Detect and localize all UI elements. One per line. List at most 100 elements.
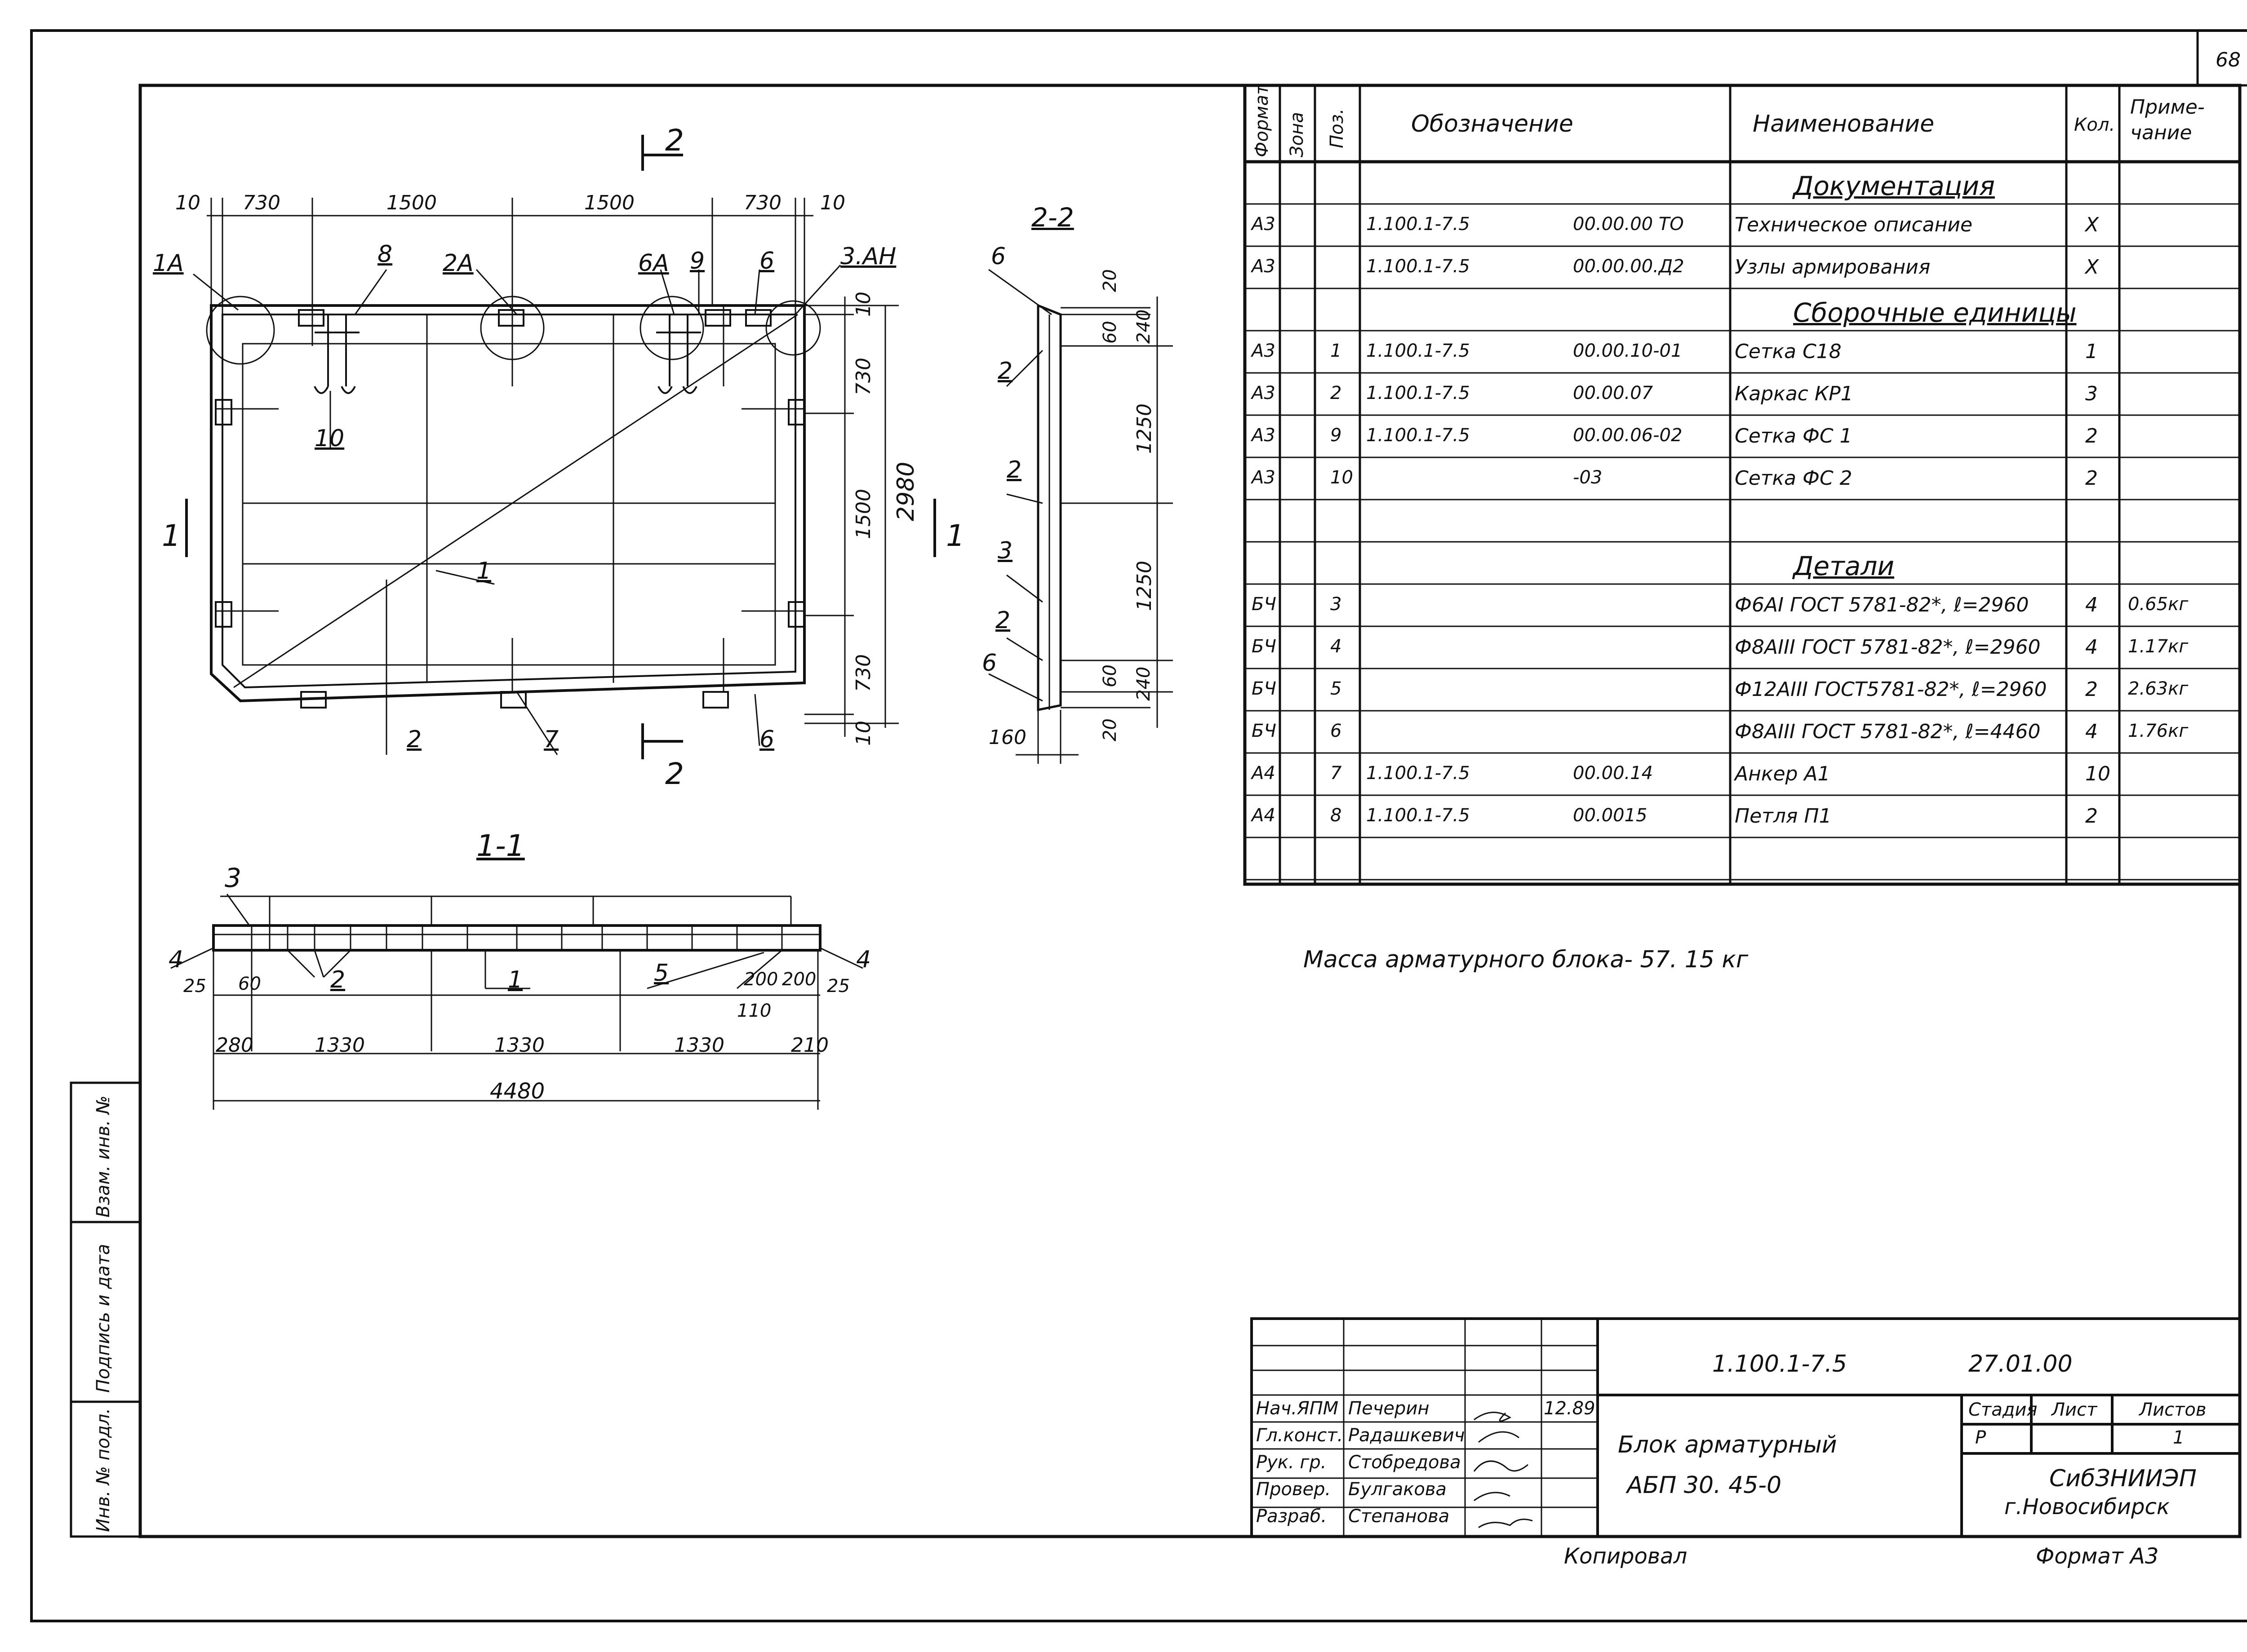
spec-cell-pos: 3 (1330, 594, 1342, 615)
spec-cell-qty: Х (2085, 256, 2099, 279)
s11-label-200b: 200 (782, 969, 817, 990)
tb-org2: г.Новосибирск (2004, 1494, 2170, 1519)
hdr-name: Наименование (1753, 111, 1935, 137)
spec-cell-pos: 10 (1330, 467, 1353, 488)
tb-role-title: Провер. (1256, 1479, 1331, 1500)
hdr-zone: Зона (1287, 112, 1307, 157)
spec-cell-format: БЧ (1252, 678, 1276, 699)
s11-label-5: 5 (654, 960, 669, 987)
dim-side-3: 730 (852, 654, 875, 692)
spec-cell-format: А3 (1252, 425, 1275, 446)
spec-cell-qty: Х (2085, 213, 2099, 236)
s22-label-6a: 6 (991, 243, 1006, 270)
callout-8: 8 (377, 241, 393, 268)
stamp-signature: Подпись и дата (93, 1244, 114, 1393)
spec-cell-pos: 7 (1330, 763, 1342, 784)
s22-dim-0: 20 (1100, 269, 1120, 292)
spec-cell-designation: 1.100.1-7.5 (1366, 256, 1470, 277)
dim-side-2: 1500 (852, 489, 875, 539)
s22-dim-6: 240 (1133, 666, 1154, 701)
callout-9: 9 (690, 248, 705, 275)
s22-dim-7: 20 (1100, 718, 1120, 741)
spec-cell-designation-code: 00.00.06-02 (1573, 425, 1683, 446)
section-mark-bottom: 2 (665, 757, 684, 791)
s22-dim-1: 60 (1100, 321, 1120, 344)
s22-label-6b: 6 (982, 650, 997, 677)
callout-6-bottom: 6 (759, 726, 775, 753)
spec-cell-qty: 1 (2085, 340, 2098, 363)
s11-label-25-left: 25 (183, 976, 206, 997)
section-22-title: 2-2 (1031, 202, 1074, 233)
s11-dim-2: 1330 (494, 1034, 545, 1057)
spec-cell-qty: 2 (2085, 805, 2098, 828)
dim-side-1: 730 (852, 358, 875, 395)
tb-title2: АБП 30. 45-0 (1627, 1472, 1782, 1499)
spec-cell-designation-code: -03 (1573, 467, 1603, 488)
tb-role-title: Нач.ЯПМ (1256, 1398, 1339, 1419)
callout-6: 6 (759, 248, 775, 275)
spec-cell-pos: 8 (1330, 805, 1342, 826)
callout-10: 10 (315, 425, 345, 452)
callout-3ah: 3.AH (840, 243, 897, 270)
spec-cell-designation: 1.100.1-7.5 (1366, 805, 1470, 826)
spec-cell-name: Сетка С18 (1735, 340, 1842, 363)
hdr-pos: Поз. (1327, 108, 1347, 148)
dim-top-1: 730 (243, 191, 280, 214)
s11-label-110: 110 (737, 1001, 772, 1021)
callout-diag-1: 1 (476, 558, 492, 585)
spec-cell-designation: 1.100.1-7.5 (1366, 763, 1470, 784)
dim-top-0: 10 (175, 191, 200, 214)
callout-2a: 2A (443, 250, 474, 277)
spec-cell-name: Сетка ФС 2 (1735, 467, 1852, 490)
spec-cell-name: Ф12АIII ГОСТ5781-82*, ℓ=2960 (1735, 678, 2047, 701)
spec-cell-qty: 2 (2085, 425, 2098, 447)
callout-6a: 6A (638, 250, 669, 277)
tb-role-name: Булгакова (1348, 1479, 1447, 1500)
s11-dim-1: 1330 (315, 1034, 365, 1057)
spec-cell-note: 2.63кг (2128, 678, 2189, 699)
spec-cell-note: 1.17кг (2128, 636, 2189, 657)
spec-cell-designation-code: 00.00.07 (1573, 383, 1653, 403)
stamp-inventory: Инв. № подл. (93, 1408, 114, 1532)
callout-2-bottom: 2 (407, 726, 422, 753)
section-11-title: 1-1 (476, 828, 525, 863)
s11-label-1: 1 (508, 966, 523, 993)
tb-role-name: Стобредова (1348, 1452, 1461, 1473)
mass-note: Масса арматурного блока- 57. 15 кг (1303, 946, 1749, 973)
section-mark-right: 1 (946, 518, 965, 553)
s11-label-60: 60 (238, 974, 261, 994)
tb-role-title: Разраб. (1256, 1506, 1327, 1527)
tb-sheets-label: Листов (2139, 1400, 2207, 1420)
spec-cell-format: А4 (1252, 763, 1275, 784)
section-mark-top: 2 (665, 123, 684, 158)
s11-label-25-right: 25 (827, 976, 850, 997)
spec-cell-qty: 4 (2085, 593, 2098, 616)
spec-cell-name: Ф8АIII ГОСТ 5781-82*, ℓ=2960 (1735, 636, 2041, 659)
spec-cell-qty: 2 (2085, 678, 2098, 701)
spec-cell-designation: 1.100.1-7.5 (1366, 341, 1470, 361)
sheet-number: 68 (2216, 49, 2241, 71)
spec-cell-format: А4 (1252, 805, 1275, 826)
tb-role-name: Радашкевич (1348, 1425, 1465, 1446)
stamp-replaces: Взам. инв. № (93, 1095, 114, 1218)
spec-cell-name: Петля П1 (1735, 805, 1832, 828)
spec-section-heading: Документация (1793, 171, 1995, 201)
callout-7: 7 (544, 726, 559, 753)
spec-cell-note: 0.65кг (2128, 594, 2189, 615)
tb-role-title: Рук. гр. (1256, 1452, 1327, 1473)
spec-cell-designation: 1.100.1-7.5 (1366, 383, 1470, 403)
spec-cell-qty: 3 (2085, 382, 2098, 405)
dim-top-5: 10 (820, 191, 845, 214)
s22-dim-4: 1250 (1133, 561, 1156, 611)
spec-cell-name: Анкер А1 (1735, 762, 1830, 785)
dim-top-2: 1500 (386, 191, 437, 214)
spec-cell-designation: 1.100.1-7.5 (1366, 214, 1470, 235)
spec-cell-pos: 4 (1330, 636, 1342, 657)
spec-cell-format: А3 (1252, 341, 1275, 361)
s22-label-2c: 2 (995, 607, 1011, 634)
s11-overall: 4480 (490, 1079, 545, 1104)
tb-sheets: 1 (2173, 1427, 2185, 1448)
s22-label-2a: 2 (998, 358, 1013, 385)
